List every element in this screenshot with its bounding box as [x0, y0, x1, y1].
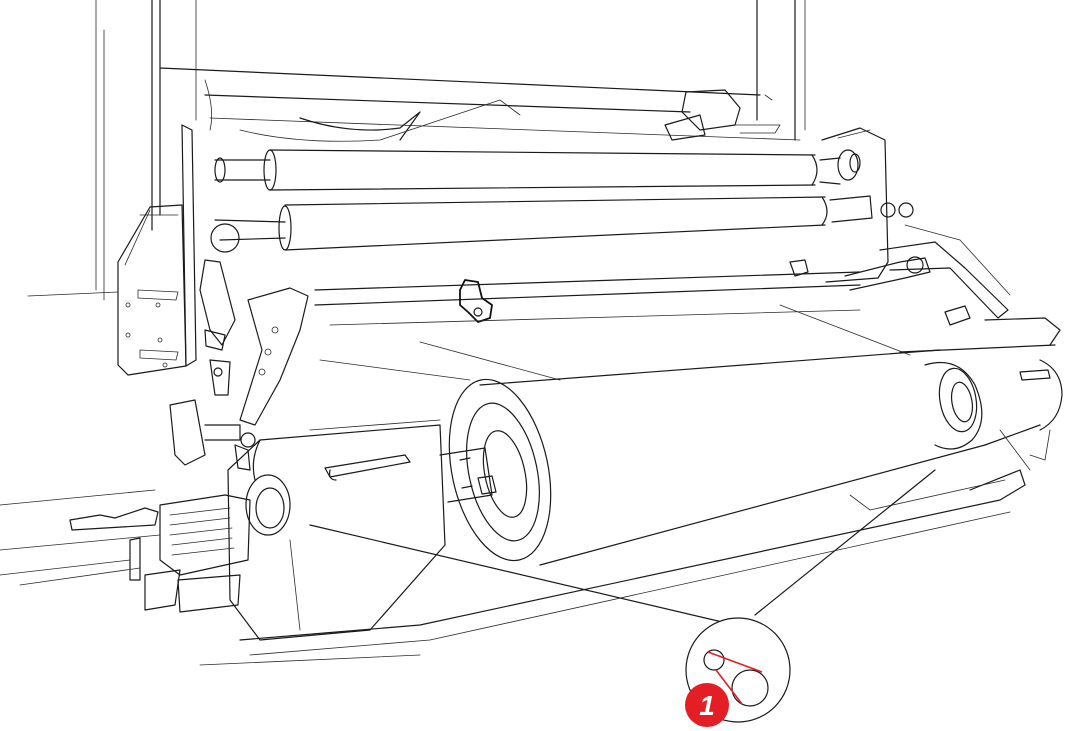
main-material-roll: [439, 349, 986, 566]
left-side-plate: [117, 124, 197, 376]
left-gear-housing: [169, 399, 446, 641]
right-side-plate: [821, 127, 1061, 346]
frame-uprights: [27, 0, 806, 301]
callout-leaders: [309, 469, 936, 626]
top-crossbeam: [159, 67, 801, 142]
left-linkage-arm: [199, 259, 309, 426]
callout-badge-1: 1: [685, 683, 729, 727]
right-end-roller: [899, 344, 1063, 461]
base-platform: [199, 429, 1031, 666]
material-web: [309, 304, 911, 431]
upper-roller-1: [214, 149, 861, 191]
upper-roller-2: [210, 195, 914, 253]
left-lower-bracket: [0, 489, 251, 613]
tension-shaft: [314, 256, 931, 323]
callout-number-1: 1: [699, 690, 715, 721]
